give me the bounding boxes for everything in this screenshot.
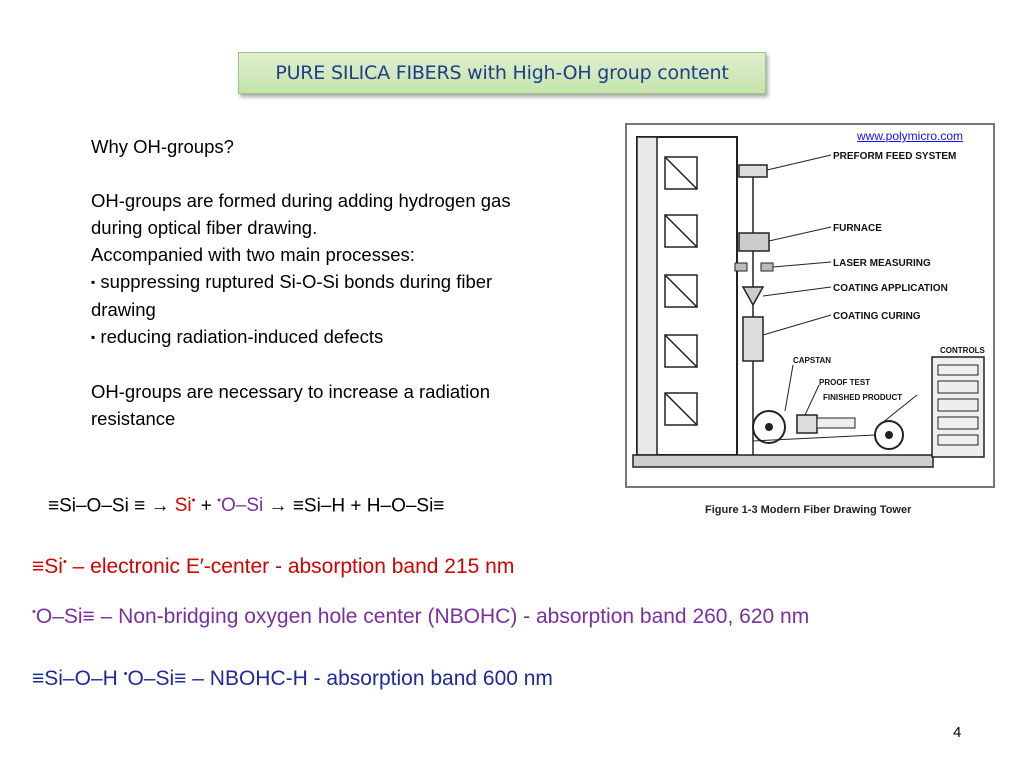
preform-feed bbox=[738, 164, 768, 178]
coating-cone bbox=[741, 286, 765, 307]
paragraph-2: Accompanied with two main processes: bbox=[91, 244, 415, 265]
bullet-text-1a: suppressing ruptured Si-O-Si bonds durin… bbox=[100, 271, 493, 292]
fiber-drawing-tower-figure: PREFORM FEED SYSTEM FURNACE LASER MEASUR… bbox=[625, 123, 995, 488]
label-laser-measuring: LASER MEASURING bbox=[833, 258, 931, 269]
page-number: 4 bbox=[953, 724, 962, 741]
label-preform-feed: PREFORM FEED SYSTEM bbox=[833, 151, 956, 162]
defect-line-nbohc-h: ≡Si–O–H •O–Si≡ – NBOHC-H - absorption ba… bbox=[32, 667, 553, 690]
label-controls: CONTROLS bbox=[940, 346, 986, 355]
proof-test-unit bbox=[796, 414, 818, 434]
bullet-text-2: reducing radiation-induced defects bbox=[100, 326, 384, 347]
label-capstan: CAPSTAN bbox=[793, 356, 831, 365]
bullet-item-1b: drawing bbox=[91, 299, 156, 320]
tower-column bbox=[636, 136, 658, 456]
figure-caption: Figure 1-3 Modern Fiber Drawing Tower bbox=[705, 504, 912, 516]
slide-title: PURE SILICA FIBERS with High-OH group co… bbox=[238, 52, 766, 94]
slide-title-text: PURE SILICA FIBERS with High-OH group co… bbox=[275, 62, 729, 84]
label-proof-test: PROOF TEST bbox=[819, 378, 870, 387]
paragraph-3b: resistance bbox=[91, 408, 176, 429]
equation-osi-radical: •O–Si bbox=[217, 495, 264, 517]
bullet-item-2: ▪ reducing radiation-induced defects bbox=[91, 323, 621, 351]
label-coating-application: COATING APPLICATION bbox=[833, 283, 948, 294]
laser-unit-right bbox=[760, 262, 774, 272]
label-furnace: FURNACE bbox=[833, 223, 882, 234]
tower-diagram: PREFORM FEED SYSTEM FURNACE LASER MEASUR… bbox=[632, 136, 986, 468]
source-link[interactable]: www.polymicro.com bbox=[857, 129, 964, 143]
equation-plus-2: + bbox=[350, 495, 362, 517]
body-text: Why OH-groups? OH-groups are formed duri… bbox=[91, 133, 621, 432]
paragraph-1b: during optical fiber drawing. bbox=[91, 217, 318, 238]
equation-plus-1: + bbox=[200, 495, 212, 517]
equation-arrow-2: → bbox=[268, 495, 288, 517]
controls-cabinet bbox=[931, 356, 985, 458]
tower-panels bbox=[664, 156, 698, 426]
label-finished-product: FINISHED PRODUCT bbox=[823, 393, 902, 402]
question-line: Why OH-groups? bbox=[91, 136, 234, 157]
equation-si-radical: Si• bbox=[174, 495, 196, 517]
bullet-icon: ▪ bbox=[91, 275, 96, 289]
equation-rhs-2: H–O–Si≡ bbox=[366, 495, 445, 517]
bullet-item-1a: ▪ suppressing ruptured Si-O-Si bonds dur… bbox=[91, 268, 621, 296]
equation-rhs-1: ≡Si–H bbox=[292, 495, 346, 517]
defect-line-nbohc: •O–Si≡ – Non-bridging oxygen hole center… bbox=[32, 605, 810, 628]
paragraph-3a: OH-groups are necessary to increase a ra… bbox=[91, 381, 490, 402]
laser-unit-left bbox=[734, 262, 748, 272]
label-coating-curing: COATING CURING bbox=[833, 311, 921, 322]
bullet-icon: ▪ bbox=[91, 330, 96, 344]
equation-arrow-1: → bbox=[150, 495, 170, 517]
equation-lhs: ≡Si–O–Si ≡ bbox=[48, 495, 146, 517]
reaction-equation: ≡Si–O–Si ≡ → Si• + •O–Si → ≡Si–H + H–O–S… bbox=[48, 495, 444, 517]
curing-unit bbox=[742, 316, 764, 362]
furnace-unit bbox=[738, 232, 770, 252]
proof-test-rail bbox=[816, 417, 856, 429]
tower-base bbox=[632, 454, 934, 468]
leader-lines bbox=[762, 154, 918, 424]
defect-line-e-center: ≡Si• – electronic E′-center - absorption… bbox=[32, 555, 515, 578]
paragraph-1a: OH-groups are formed during adding hydro… bbox=[91, 190, 511, 211]
